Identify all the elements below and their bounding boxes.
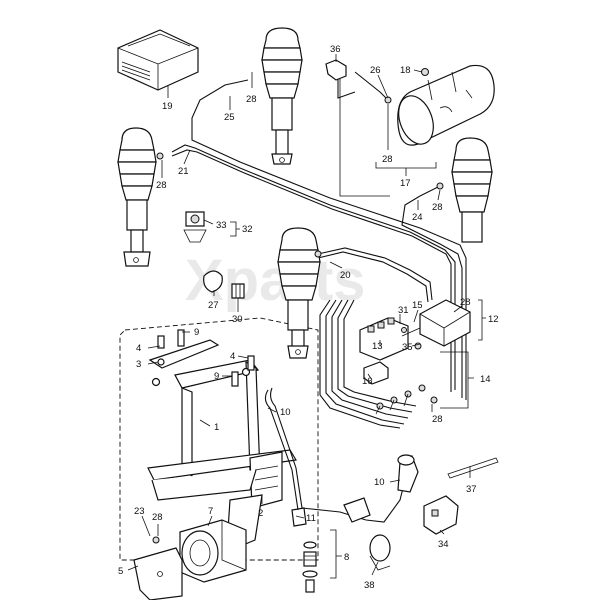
callout-17: 17 — [400, 178, 411, 189]
callout-28-e: 28 — [460, 297, 471, 308]
callout-34: 34 — [438, 539, 449, 550]
strut-rear-right — [277, 227, 322, 359]
callout-4-b: 4 — [230, 351, 235, 362]
callout-23: 23 — [134, 506, 145, 517]
callout-10-a: 10 — [280, 407, 291, 418]
compressor-bracket — [147, 329, 297, 549]
callout-28-c: 28 — [156, 180, 167, 191]
callout-15: 15 — [412, 300, 423, 311]
callout-12: 12 — [488, 314, 499, 325]
callout-19: 19 — [162, 101, 173, 112]
strut-front-left — [117, 127, 164, 267]
callout-30: 30 — [232, 314, 243, 325]
callout-2: 2 — [258, 508, 263, 519]
callout-5: 5 — [118, 566, 123, 577]
callout-4-a: 4 — [136, 343, 141, 354]
callout-18: 18 — [400, 65, 411, 76]
air-reservoir — [325, 59, 495, 146]
callout-36: 36 — [330, 44, 341, 55]
callout-9-a: 9 — [194, 327, 199, 338]
strut-front-right — [436, 137, 493, 243]
callout-28-f: 28 — [432, 414, 443, 425]
callout-25: 25 — [224, 112, 235, 123]
callout-14: 14 — [480, 374, 491, 385]
small-parts-left — [183, 211, 245, 299]
callout-10-b: 10 — [374, 477, 385, 488]
compressor-unit — [133, 507, 318, 600]
leader-lines — [127, 54, 486, 579]
callout-28-d: 28 — [432, 202, 443, 213]
callout-13: 13 — [372, 341, 383, 352]
callout-28-a: 28 — [246, 94, 257, 105]
callout-11: 11 — [306, 513, 316, 524]
callout-7: 7 — [208, 506, 213, 517]
callout-24: 24 — [412, 212, 423, 223]
callout-3: 3 — [136, 359, 141, 370]
strut-rear-left — [261, 27, 303, 165]
air-line-bundle — [171, 71, 467, 429]
control-unit — [117, 29, 199, 98]
callout-38: 38 — [364, 580, 375, 591]
callout-labels: 36 26 18 19 28 25 28 17 28 21 28 24 33 3… — [118, 44, 499, 591]
callout-1: 1 — [214, 422, 219, 433]
callout-28-g: 28 — [152, 512, 163, 523]
callout-27: 27 — [208, 300, 219, 311]
valve-block — [359, 299, 471, 385]
connector-row — [375, 384, 438, 415]
callout-37: 37 — [466, 484, 477, 495]
callout-9-b: 9 — [214, 371, 219, 382]
callout-16: 16 — [362, 376, 373, 387]
callout-20: 20 — [340, 270, 351, 281]
callout-8: 8 — [344, 552, 349, 563]
callout-26: 26 — [370, 65, 381, 76]
callout-32: 32 — [242, 224, 253, 235]
callout-33: 33 — [216, 220, 227, 231]
assembly-outline — [119, 64, 390, 561]
callout-28-b: 28 — [382, 154, 393, 165]
callout-21: 21 — [178, 166, 189, 177]
callout-31: 31 — [398, 305, 409, 316]
hose-and-fittings — [264, 387, 499, 571]
callout-35: 35 — [402, 342, 413, 353]
